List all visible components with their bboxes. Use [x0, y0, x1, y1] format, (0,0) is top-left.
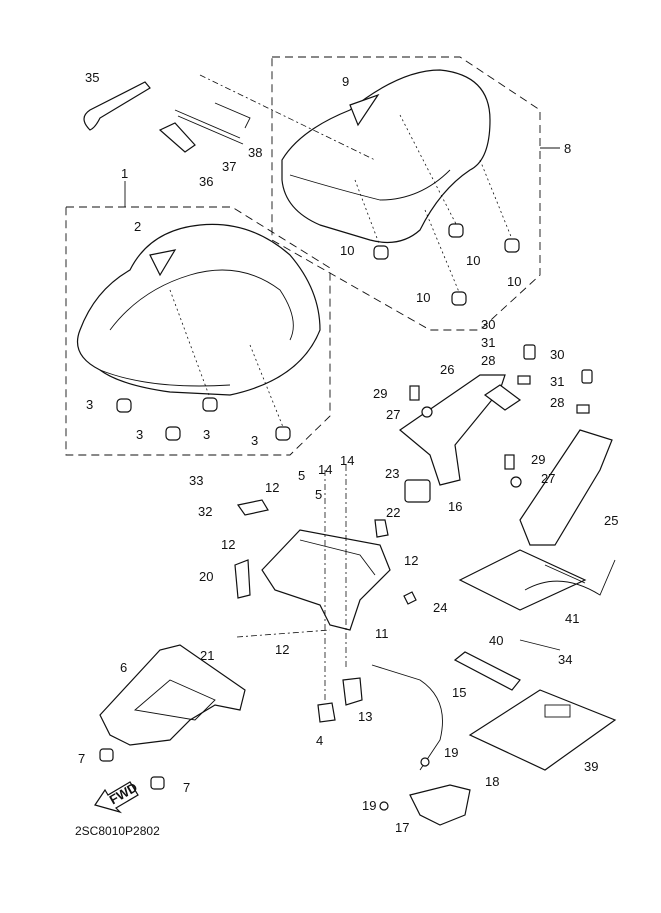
tool-kit-parts — [83, 74, 376, 161]
seat-frame — [99, 644, 246, 790]
callout: 2 — [134, 219, 141, 234]
seat-lock-cable — [317, 664, 471, 826]
callout: 34 — [558, 652, 572, 667]
callout: 3 — [203, 427, 210, 442]
diagram-code: 2SC8010P2802 — [75, 824, 160, 838]
callout: 31 — [550, 374, 564, 389]
callout: 16 — [448, 499, 462, 514]
callout: 28 — [481, 353, 495, 368]
callout: 9 — [342, 74, 349, 89]
callout: 7 — [183, 780, 190, 795]
callout: 12 — [221, 537, 235, 552]
rider-seat — [76, 223, 321, 396]
callout: 20 — [199, 569, 213, 584]
callout: 28 — [550, 395, 564, 410]
fwd-arrow: FWD — [94, 780, 140, 814]
group-box-1 — [65, 206, 331, 456]
callout: 30 — [481, 317, 495, 332]
callout: 15 — [452, 685, 466, 700]
callout: 17 — [395, 820, 409, 835]
callout: 14 — [340, 453, 354, 468]
callout: 6 — [120, 660, 127, 675]
seat-lock-bracket — [234, 465, 431, 700]
callout: 12 — [275, 642, 289, 657]
callout: 27 — [541, 471, 555, 486]
callout: 25 — [604, 513, 618, 528]
callout: 22 — [386, 505, 400, 520]
callout: 19 — [362, 798, 376, 813]
callout: 4 — [316, 733, 323, 748]
callout: 5 — [298, 468, 305, 483]
callout: 30 — [550, 347, 564, 362]
callout: 40 — [489, 633, 503, 648]
callout: 8 — [564, 141, 571, 156]
callout: 33 — [189, 473, 203, 488]
callout: 10 — [507, 274, 521, 289]
group-box-8 — [271, 56, 541, 331]
callout: 11 — [375, 626, 389, 641]
callout: 18 — [485, 774, 499, 789]
callout: 3 — [136, 427, 143, 442]
callout: 35 — [85, 70, 99, 85]
callout: 29 — [531, 452, 545, 467]
callout: 23 — [385, 466, 399, 481]
callout: 27 — [386, 407, 400, 422]
callout: 7 — [78, 751, 85, 766]
callout: 36 — [199, 174, 213, 189]
damper-parts — [116, 114, 520, 441]
callout: 39 — [584, 759, 598, 774]
callout: 37 — [222, 159, 236, 174]
callout: 31 — [481, 335, 495, 350]
callout: 29 — [373, 386, 387, 401]
accessory-parts — [453, 549, 617, 771]
callout: 1 — [121, 166, 128, 181]
callout: 10 — [416, 290, 430, 305]
callout: 5 — [315, 487, 322, 502]
callout: 12 — [265, 480, 279, 495]
callout: 3 — [251, 433, 258, 448]
callout: 19 — [444, 745, 458, 760]
callout: 38 — [248, 145, 262, 160]
callout: 32 — [198, 504, 212, 519]
grab-bars — [399, 344, 613, 546]
callout: 26 — [440, 362, 454, 377]
callout: 13 — [358, 709, 372, 724]
callout: 10 — [466, 253, 480, 268]
callout: 12 — [404, 553, 418, 568]
passenger-seat — [281, 69, 491, 243]
callout: 14 — [318, 462, 332, 477]
callout: 41 — [565, 611, 579, 626]
callout: 21 — [200, 648, 214, 663]
callout: 10 — [340, 243, 354, 258]
callout-labels: 35 1 2 9 8 38 37 36 10 10 10 10 3 3 3 3 … — [78, 70, 618, 835]
callout: 3 — [86, 397, 93, 412]
callout: 24 — [433, 600, 447, 615]
